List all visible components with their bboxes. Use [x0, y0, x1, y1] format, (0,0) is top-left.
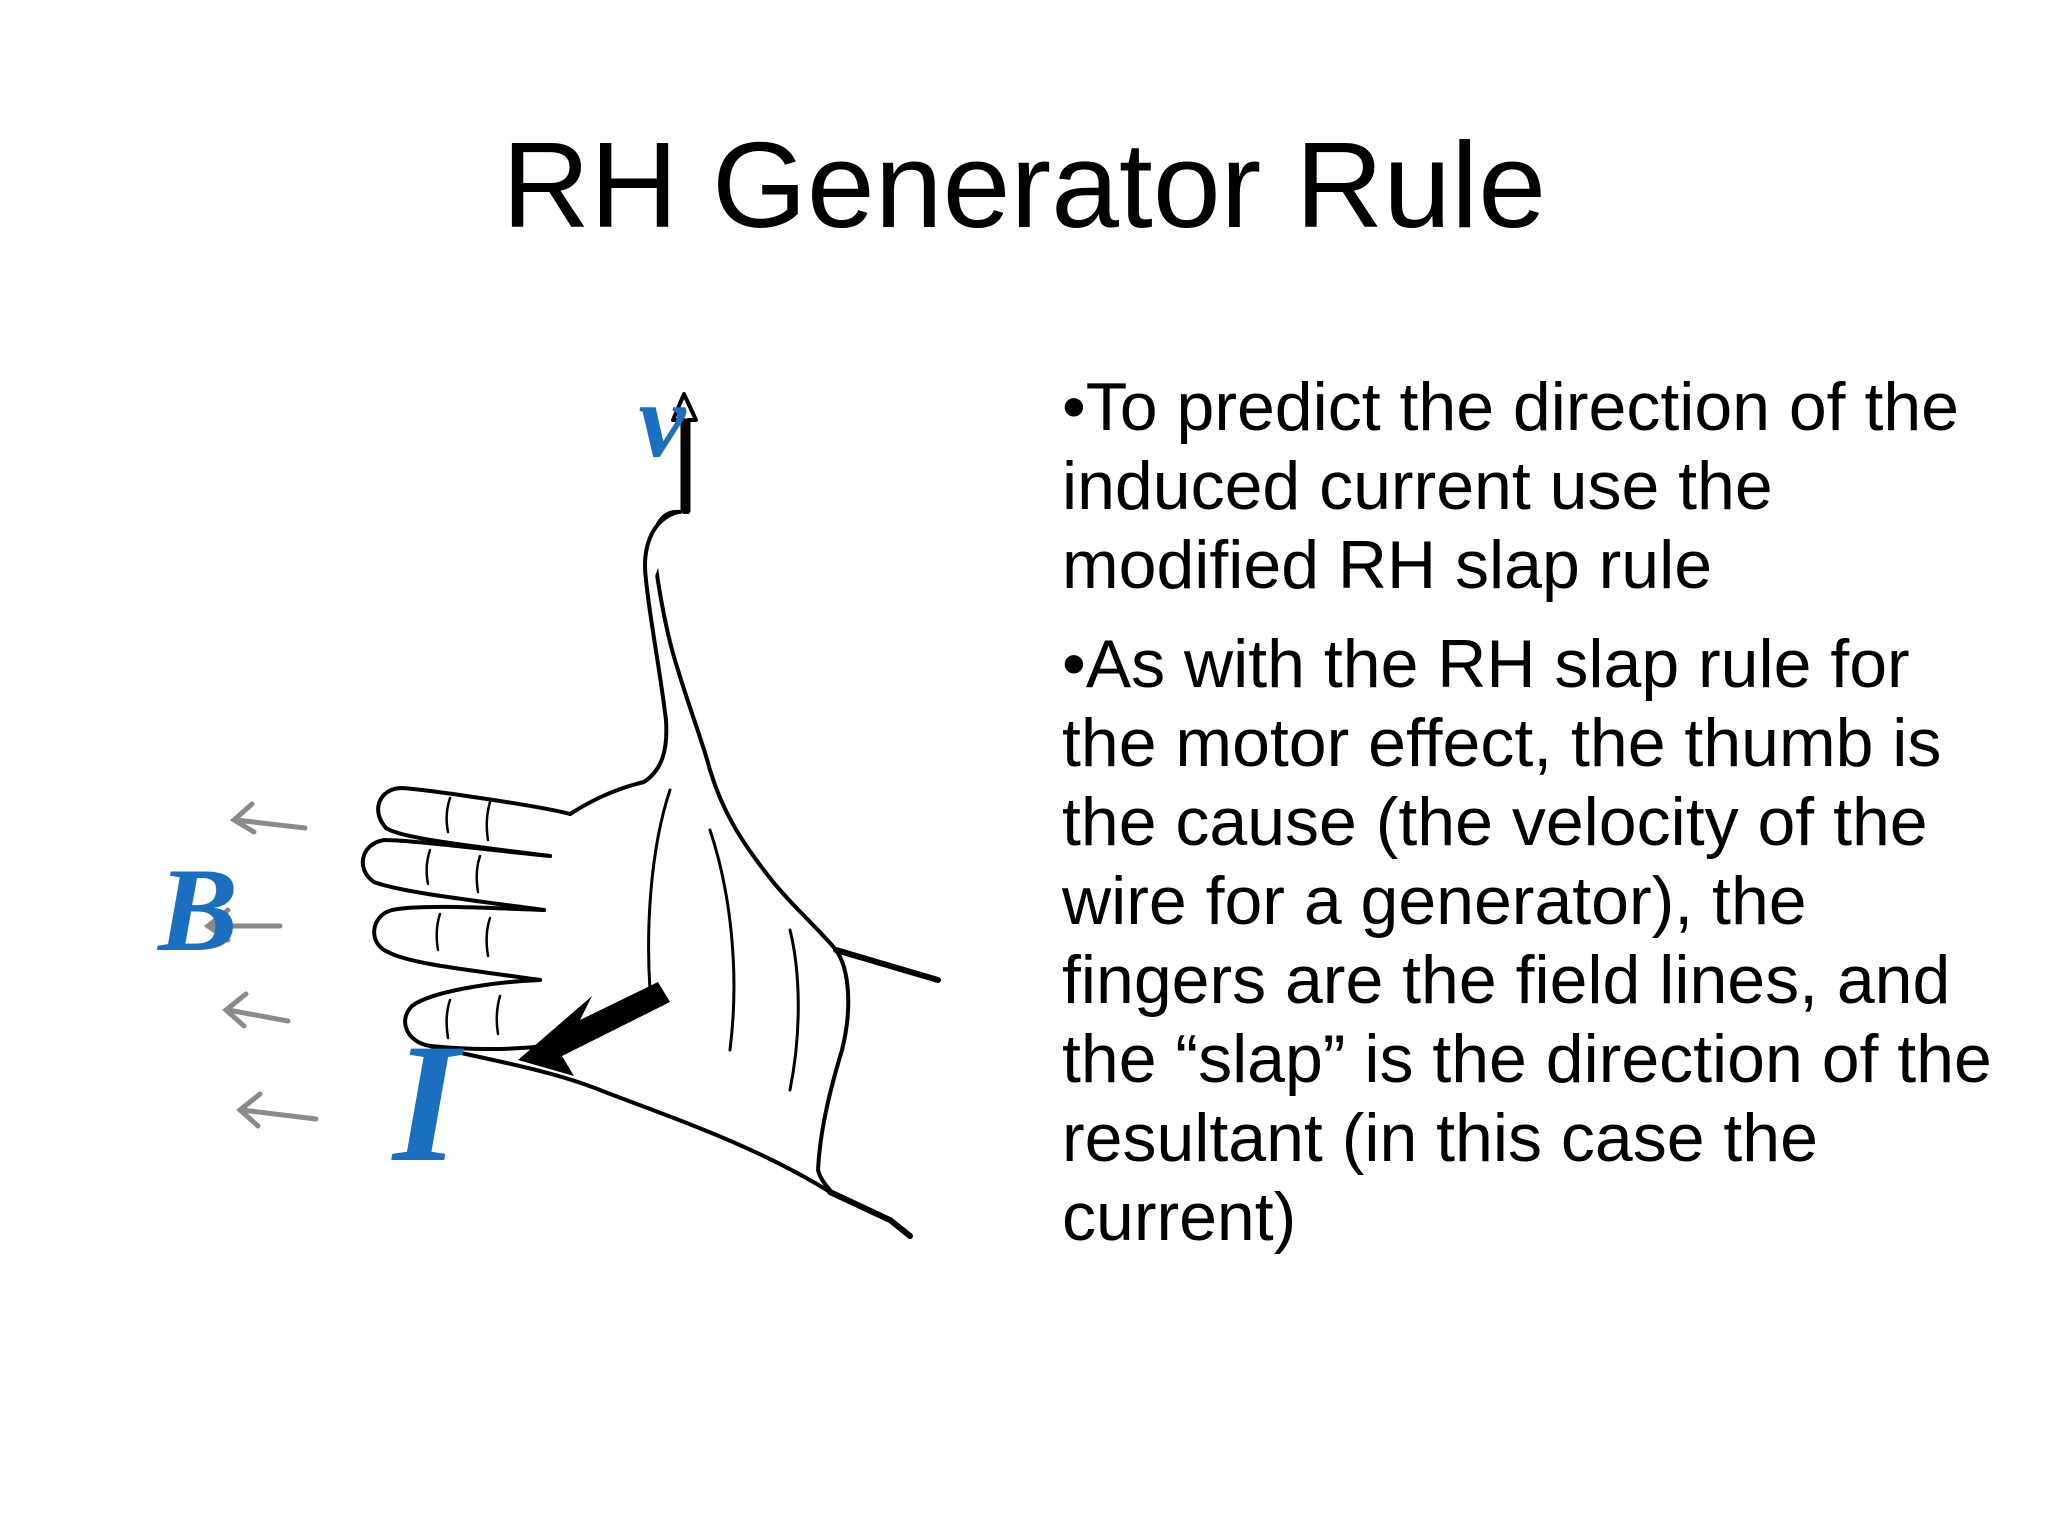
- hand-outline: [360, 509, 941, 1239]
- right-hand-figure: v B I: [130, 370, 990, 1250]
- bullet-item: •To predict the direction of the induced…: [1062, 369, 1959, 603]
- current-arrow: [518, 982, 670, 1076]
- field-label: B: [156, 843, 238, 976]
- velocity-label: v: [638, 370, 686, 479]
- slide-title: RH Generator Rule: [501, 117, 1547, 253]
- velocity-arrow: [671, 392, 698, 514]
- current-label: I: [391, 1009, 464, 1197]
- right-hand-diagram: v B I: [156, 370, 941, 1239]
- bullet-item: •As with the RH slap rule for the motor …: [1062, 626, 1992, 1255]
- field-arrows: [203, 801, 319, 1129]
- bullet-list: •To predict the direction of the induced…: [1062, 368, 2022, 1277]
